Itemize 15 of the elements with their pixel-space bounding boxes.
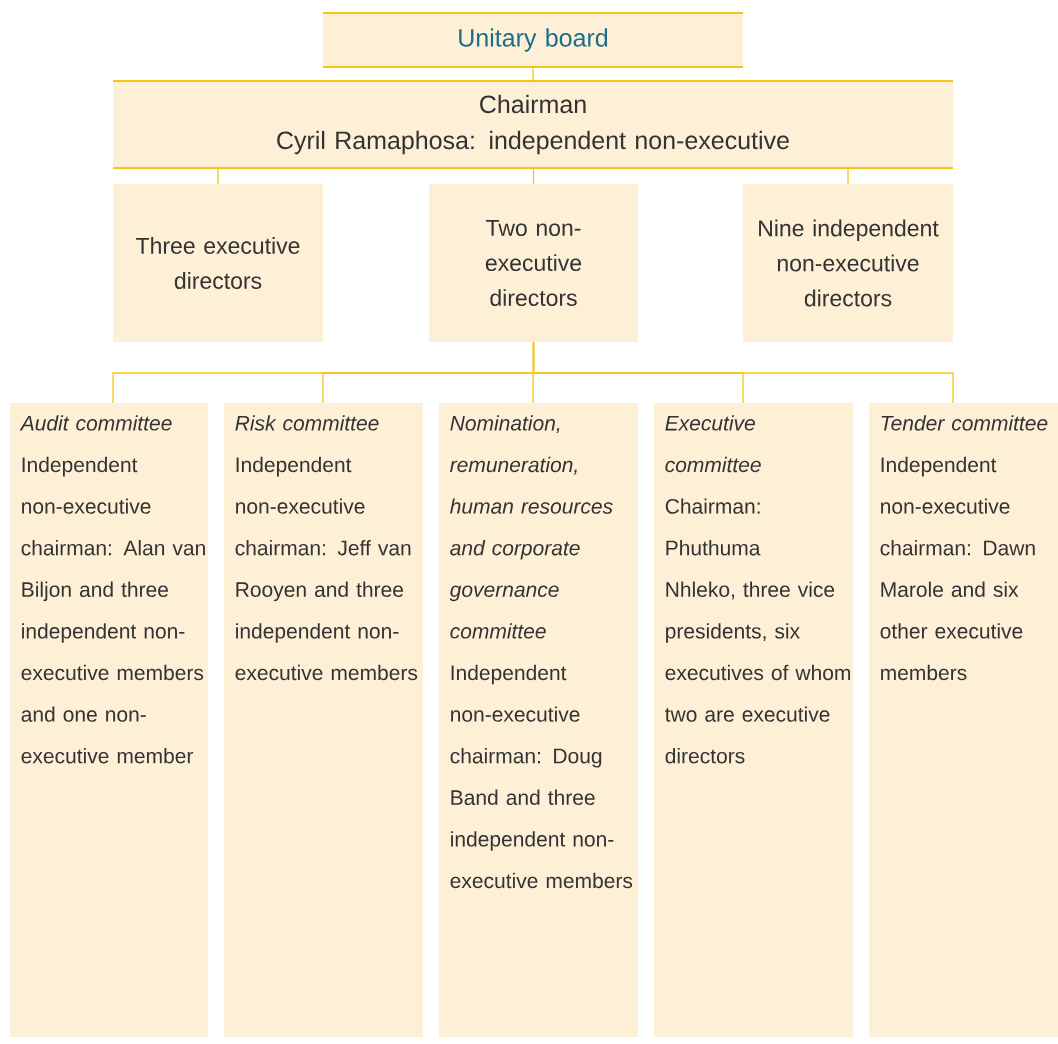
director-box: Three executive directors [113,184,323,342]
title-box: Unitary board [322,12,744,68]
committee-box: Risk committee Independent non-executive chairman: Jeff van Rooyen and three independent non-executive members [224,403,423,1037]
connector-line [532,66,534,82]
connector-line [217,167,219,185]
connector-line [532,341,954,404]
connector-line [847,167,849,185]
director-box: Two non-executive directors [429,184,638,342]
committee-box: Audit committee Independent non-executive chairman: Alan van Biljon and three independent non-executive members and one non-executive member [10,403,208,1037]
director-box: Nine independent non-executive directors [743,184,953,342]
committee-box: Executive committee Chairman: Phuthuma Nhleko, three vice presidents, six executives of whom two are executive directors [654,403,853,1037]
chairman-box: Chairman Cyril Ramaphosa: independent non-executive [112,80,954,169]
committee-box: Nomination, remuneration, human resources and corporate governance committee Independent non-executive chairman: Doug Band and three independent non-executive members [439,403,638,1037]
connector-line [532,167,535,185]
committee-box: Tender committee Independent non-executive chairman: Dawn Marole and six other executive members [869,403,1058,1037]
